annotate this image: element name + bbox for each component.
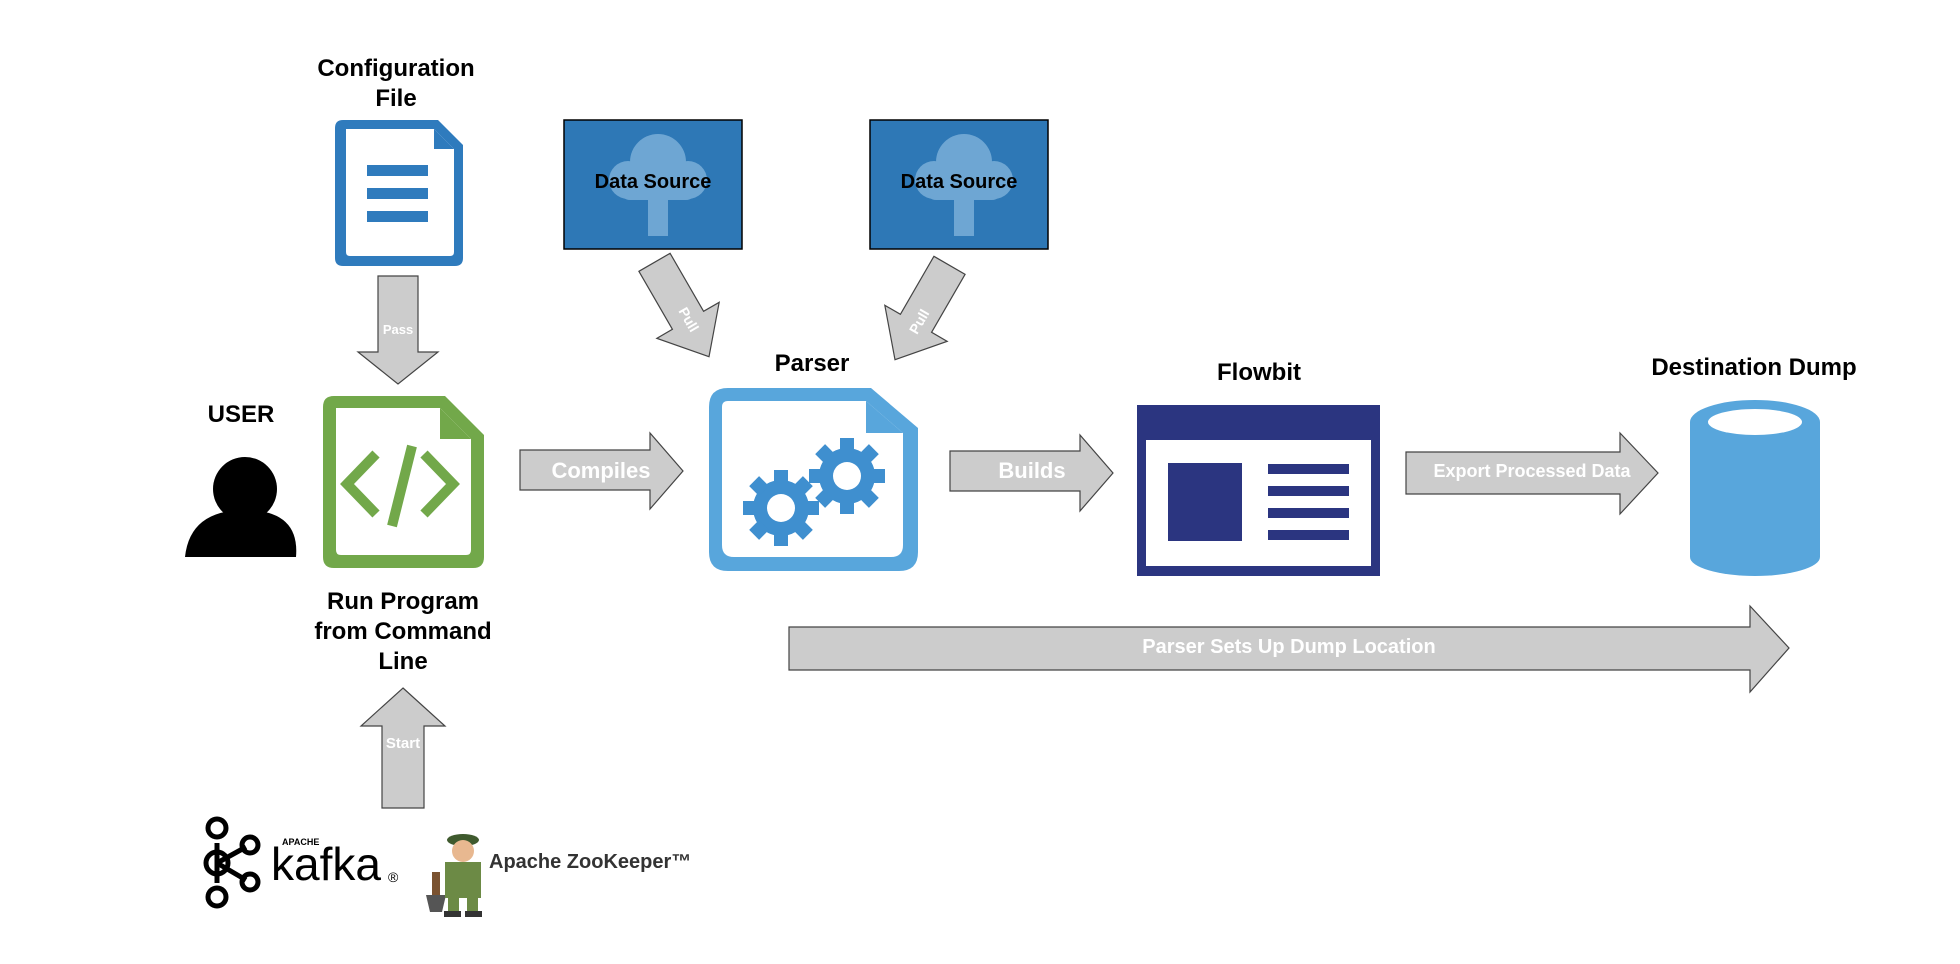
config-file-icon <box>335 120 463 266</box>
cloud-upload-icon <box>915 134 1013 236</box>
data-source-2-label: Data Source <box>901 171 1018 193</box>
zookeeper-logo: Apache ZooKeeper™ <box>426 834 691 917</box>
kafka-registered-mark: ® <box>388 869 399 885</box>
kafka-wordmark: kafka <box>271 838 381 890</box>
flowbit-icon <box>1137 405 1380 576</box>
destination-title: Destination Dump <box>1651 354 1856 381</box>
pass-arrow-label: Pass <box>383 322 413 337</box>
pull-arrow-1 <box>638 252 721 358</box>
compiles-arrow <box>519 431 684 511</box>
user-title: USER <box>208 401 275 428</box>
builds-arrow <box>949 433 1114 513</box>
kafka-logo: APACHE kafka ® <box>203 816 399 909</box>
export-arrow <box>1405 431 1659 516</box>
gear-icon <box>809 438 885 514</box>
data-source-1-box <box>563 119 743 250</box>
start-arrow-label: Start <box>386 735 420 752</box>
builds-arrow-label: Builds <box>998 458 1065 483</box>
pass-arrow <box>356 275 440 385</box>
database-icon <box>1690 400 1820 576</box>
gear-icon <box>743 470 819 546</box>
run-program-line3: Line <box>378 648 427 675</box>
config-file-title-line1: Configuration <box>317 55 474 82</box>
pull-arrow-2 <box>883 255 966 361</box>
kafka-graph-icon <box>203 816 261 909</box>
dump-location-arrow-label: Parser Sets Up Dump Location <box>1142 636 1435 658</box>
start-arrow <box>359 687 447 809</box>
zookeeper-wordmark: Apache ZooKeeper™ <box>489 851 691 873</box>
export-arrow-label: Export Processed Data <box>1433 461 1631 481</box>
run-program-line2: from Command <box>314 618 491 645</box>
run-program-line1: Run Program <box>327 588 479 615</box>
compiles-arrow-label: Compiles <box>551 458 650 483</box>
flowbit-title: Flowbit <box>1217 359 1301 386</box>
data-source-2-box <box>869 119 1049 250</box>
cloud-upload-icon <box>609 134 707 236</box>
zookeeper-mascot-icon <box>426 834 482 917</box>
kafka-apache-label: APACHE <box>282 837 319 847</box>
parser-icon <box>709 388 918 571</box>
data-source-1-label: Data Source <box>595 171 712 193</box>
parser-title: Parser <box>775 350 850 377</box>
config-file-title-line2: File <box>375 85 416 112</box>
dump-location-arrow <box>788 604 1790 694</box>
code-file-icon <box>323 396 484 568</box>
user-icon <box>185 457 297 557</box>
